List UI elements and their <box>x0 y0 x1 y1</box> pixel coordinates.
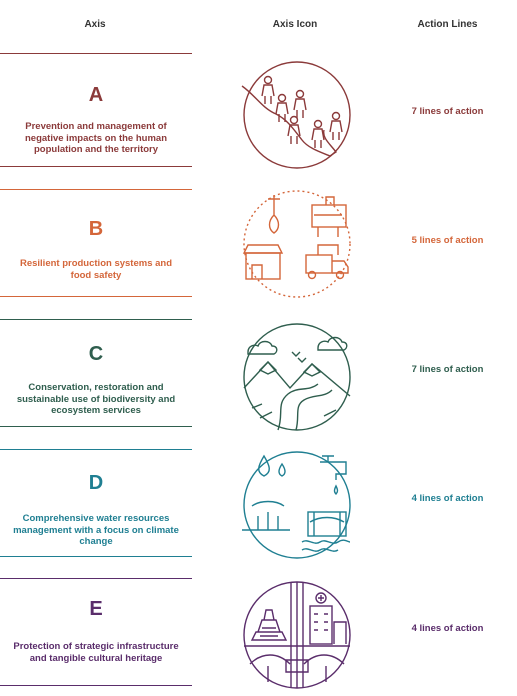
divider-bottom <box>0 556 192 557</box>
divider-bottom <box>0 426 192 427</box>
action-lines-count: 7 lines of action <box>411 364 484 375</box>
divider-bottom <box>0 166 192 167</box>
heritage-infrastructure-icon <box>238 576 356 694</box>
people-map-icon <box>238 56 356 174</box>
action-lines-count: 7 lines of action <box>411 106 484 117</box>
divider-top <box>0 189 192 190</box>
axis-letter: B <box>88 218 104 240</box>
axis-letter: C <box>88 343 104 365</box>
axis-description: Comprehensive water resources management… <box>13 513 179 547</box>
divider-bottom <box>0 685 192 686</box>
action-lines-count: 4 lines of action <box>411 493 484 504</box>
column-header-axis-icon: Axis Icon <box>272 19 318 30</box>
divider-top <box>0 53 192 54</box>
divider-bottom <box>0 296 192 297</box>
water-management-icon <box>238 446 356 564</box>
action-lines-count: 5 lines of action <box>411 235 484 246</box>
action-lines-count: 4 lines of action <box>411 623 484 634</box>
axis-letter: D <box>88 472 104 494</box>
axis-description: Protection of strategic infrastructure a… <box>13 641 179 664</box>
divider-top <box>0 319 192 320</box>
axis-letter: E <box>89 598 103 620</box>
divider-top <box>0 449 192 450</box>
mountains-landscape-icon <box>238 318 356 436</box>
axis-description: Conservation, restoration and sustainabl… <box>16 382 176 416</box>
axis-description: Resilient production systems and food sa… <box>19 258 173 281</box>
divider-top <box>0 578 192 579</box>
food-production-icon <box>238 185 356 303</box>
column-header-axis: Axis <box>84 19 106 30</box>
column-header-action-lines: Action Lines <box>417 19 478 30</box>
axis-letter: A <box>88 84 104 106</box>
axis-description: Prevention and management of negative im… <box>25 121 167 155</box>
